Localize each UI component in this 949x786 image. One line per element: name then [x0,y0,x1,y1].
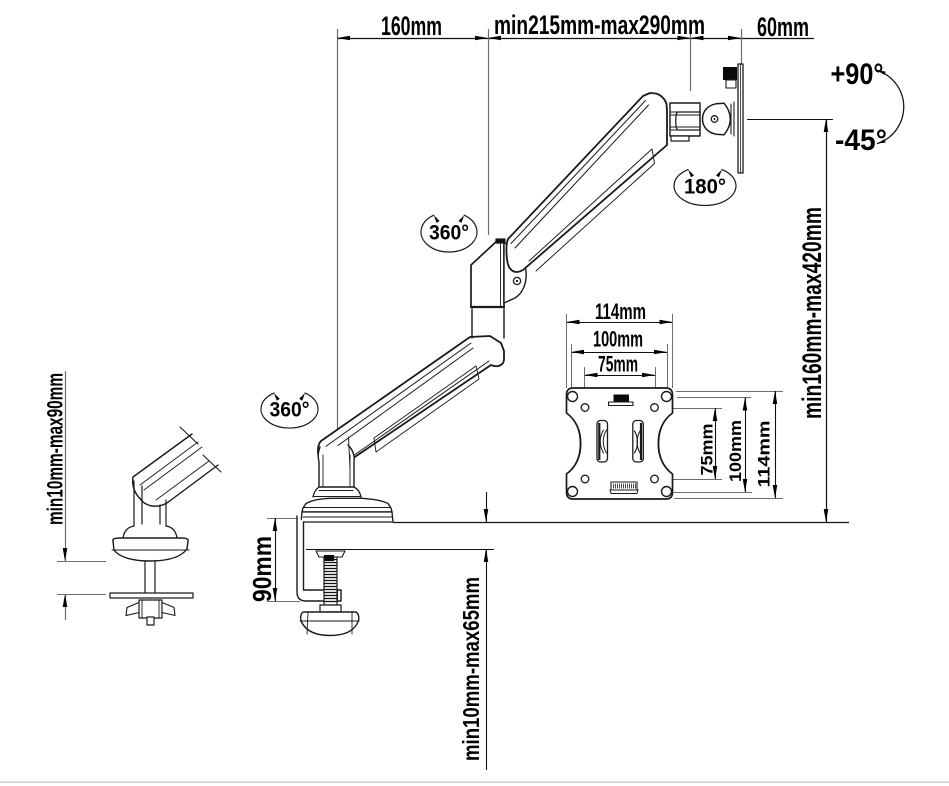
svg-text:100mm: 100mm [727,420,745,482]
svg-text:360°: 360° [429,222,469,245]
svg-text:100mm: 100mm [593,327,643,352]
svg-text:-45°: -45° [835,124,887,157]
svg-text:160mm: 160mm [381,11,442,41]
svg-text:min215mm-max290mm: min215mm-max290mm [494,10,705,40]
svg-text:min10mm-max65mm: min10mm-max65mm [458,577,484,761]
svg-text:360°: 360° [270,399,310,422]
svg-text:114mm: 114mm [595,299,646,324]
svg-text:180°: 180° [684,176,726,199]
svg-text:90mm: 90mm [247,536,277,602]
svg-text:+90°: +90° [831,58,884,91]
svg-text:60mm: 60mm [757,12,809,42]
svg-text:114mm: 114mm [755,421,773,488]
svg-text:75mm: 75mm [598,352,638,377]
svg-text:min10mm-max90mm: min10mm-max90mm [43,373,68,525]
svg-text:75mm: 75mm [699,424,717,476]
svg-text:min160mm-max420mm: min160mm-max420mm [797,207,827,419]
